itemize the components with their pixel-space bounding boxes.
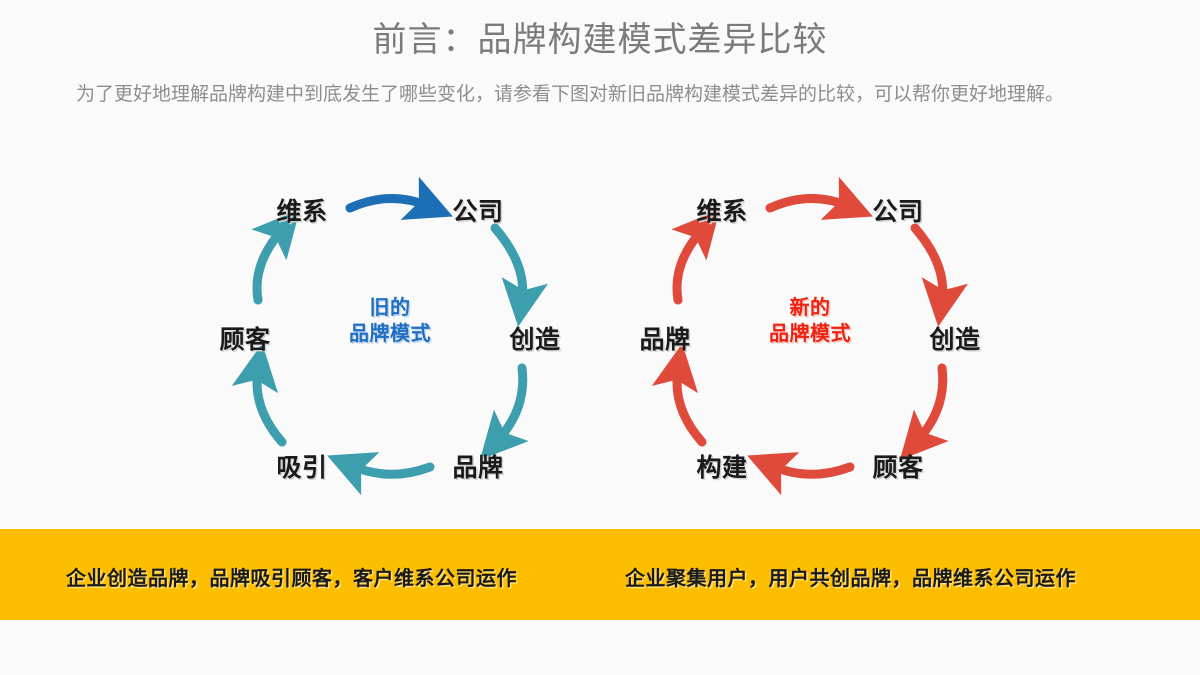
cycle-diagram-old-model: 维系 公司 创造 品牌 吸引 顾客 旧的 品牌模式 bbox=[190, 170, 590, 500]
cycle-center-line2-new: 品牌模式 bbox=[769, 323, 851, 345]
node-label-new-right: 创造 bbox=[929, 326, 981, 354]
summary-banner-right-text: 企业聚集用户，用户共创品牌，品牌维系公司运作 bbox=[625, 568, 1076, 590]
node-label-old-top-right: 公司 bbox=[452, 198, 504, 226]
node-label-new-bottom-right: 顾客 bbox=[872, 454, 924, 482]
node-label-new-bottom-left: 构建 bbox=[696, 454, 748, 482]
node-label-old-top-left: 维系 bbox=[276, 198, 328, 226]
node-label-new-left: 品牌 bbox=[639, 326, 691, 354]
page-title: 前言：品牌构建模式差异比较 bbox=[372, 21, 828, 59]
node-label-old-right: 创造 bbox=[509, 326, 561, 354]
page-subtitle: 为了更好地理解品牌构建中到底发生了哪些变化，请参看下图对新旧品牌构建模式差异的比… bbox=[76, 84, 1065, 105]
cycle-arrows-new-icon bbox=[651, 176, 968, 496]
node-label-old-bottom-right: 品牌 bbox=[452, 454, 504, 482]
node-label-old-bottom-left: 吸引 bbox=[276, 454, 328, 482]
cycle-diagram-new-model: 维系 公司 创造 顾客 构建 品牌 新的 品牌模式 bbox=[610, 170, 1010, 500]
cycle-center-line1-new: 新的 bbox=[789, 297, 831, 319]
node-label-new-top-right: 公司 bbox=[872, 198, 924, 226]
summary-banner bbox=[0, 529, 1200, 620]
summary-banner-left-text: 企业创造品牌，品牌吸引顾客，客户维系公司运作 bbox=[66, 568, 517, 590]
cycle-arrows-old-icon bbox=[231, 176, 548, 496]
node-label-new-top-left: 维系 bbox=[696, 198, 748, 226]
cycle-center-line1-old: 旧的 bbox=[369, 297, 411, 319]
cycle-center-label-old: 旧的 品牌模式 bbox=[349, 295, 431, 347]
node-label-old-left: 顾客 bbox=[219, 326, 271, 354]
cycle-center-label-new: 新的 品牌模式 bbox=[769, 295, 851, 347]
cycle-center-line2-old: 品牌模式 bbox=[349, 323, 431, 345]
